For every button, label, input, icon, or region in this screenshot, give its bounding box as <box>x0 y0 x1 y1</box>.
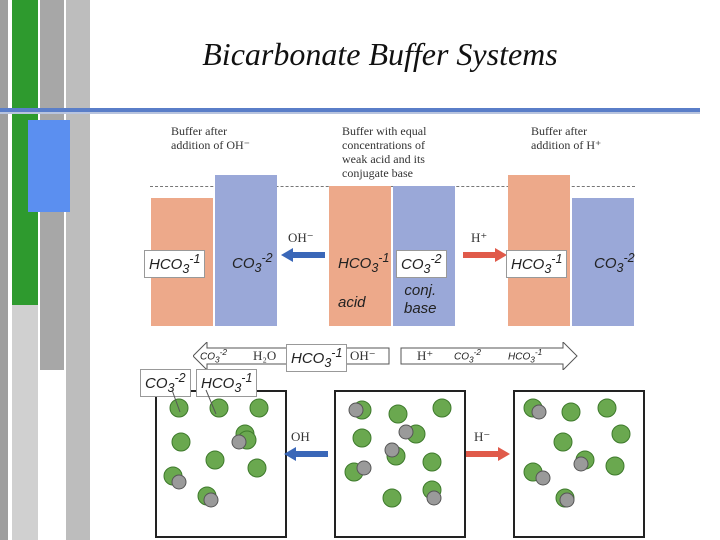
equation-arrow-right <box>400 342 578 370</box>
label-hco3-equation-left: HCO3-1 <box>286 344 348 372</box>
label-hco3-left: HCO3-1 <box>144 250 206 278</box>
left-arrow-blue-top <box>281 248 325 262</box>
equal-level-dashed-line <box>150 186 635 187</box>
bar-left-base <box>215 175 277 326</box>
decor-strip-gray-1 <box>0 0 8 540</box>
pointer-lines <box>171 389 217 415</box>
left-arrow-blue-bottom <box>284 447 328 461</box>
bar-right-base <box>572 198 634 326</box>
label-co3-left: CO3-2 <box>232 251 273 275</box>
decor-strip-gray-3 <box>66 0 90 540</box>
eq-oh: OH⁻ <box>350 348 376 363</box>
title-underline <box>0 108 700 112</box>
label-hco3-bottom: HCO3-1 <box>196 369 258 397</box>
bar-middle-acid <box>329 186 391 326</box>
page-title: Bicarbonate Buffer Systems <box>202 36 558 72</box>
molecules-middle <box>344 398 452 508</box>
label-co3-bottom: CO3-2 <box>140 369 191 397</box>
label-conj-base: conj.base <box>404 282 437 317</box>
label-hco3-small-right: HCO3-1 <box>508 347 543 365</box>
right-arrow-red-bottom <box>466 447 510 461</box>
decor-strip-gray-4 <box>12 305 38 540</box>
oh-reagent-top: OH⁻ <box>288 230 314 245</box>
label-hco3-right: HCO3-1 <box>506 250 568 278</box>
label-co3-middle: CO3-2 <box>396 250 447 278</box>
title-underline-shadow <box>0 112 700 114</box>
right-arrow-red-top <box>463 248 507 262</box>
eq-h: H⁺ <box>417 348 434 363</box>
h-reagent-top: H⁺ <box>471 230 488 245</box>
label-co3-small-left: CO3-2 <box>200 347 228 365</box>
oh-reagent-bottom: OH <box>291 429 310 444</box>
h-reagent-bottom: H⁻ <box>474 429 491 444</box>
molecules-right <box>523 398 631 508</box>
molecules-left <box>163 398 269 508</box>
label-co3-right: CO3-2 <box>594 251 635 275</box>
decor-strip-blue <box>28 120 70 212</box>
label-hco3-middle: HCO3-1 <box>338 251 390 275</box>
label-acid: acid <box>338 294 366 311</box>
eq-h2o: H₂O <box>253 348 277 363</box>
label-co3-small-right: CO3-2 <box>454 347 482 365</box>
